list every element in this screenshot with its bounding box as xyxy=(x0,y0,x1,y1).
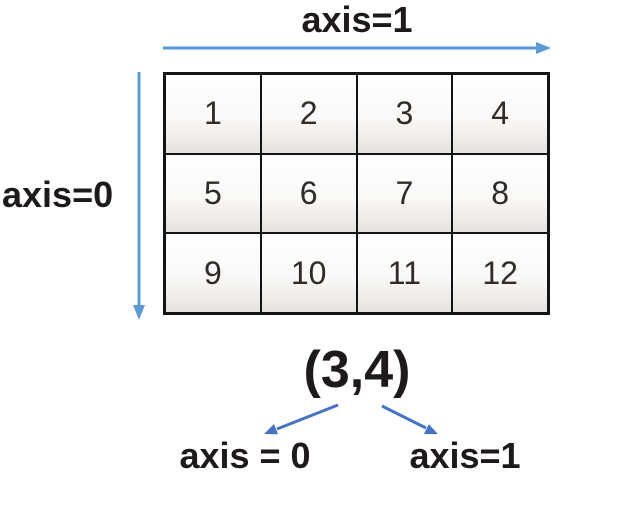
matrix-cell: 10 xyxy=(261,234,356,312)
tuple-axis0-label: axis = 0 xyxy=(179,435,311,476)
axis1-top-label: axis=1 xyxy=(301,0,413,40)
tuple-axis1-label: axis=1 xyxy=(409,435,521,476)
matrix-cell: 1 xyxy=(166,75,260,153)
matrix-cell: 8 xyxy=(453,154,547,233)
axis0-arrow-icon xyxy=(133,72,145,320)
matrix-cell: 12 xyxy=(453,234,547,312)
tuple-axis1-arrow-icon xyxy=(381,404,438,435)
matrix-cell: 6 xyxy=(261,154,356,233)
matrix-grid: 1 2 3 4 5 6 7 8 9 10 11 12 xyxy=(163,72,550,315)
matrix-cell: 7 xyxy=(357,154,452,233)
shape-tuple-label: (3,4) xyxy=(303,341,411,399)
matrix-cell: 4 xyxy=(453,75,547,153)
matrix-cell: 11 xyxy=(357,234,452,312)
matrix-cell: 2 xyxy=(261,75,356,153)
tuple-axis0-arrow-icon xyxy=(264,403,339,435)
matrix-cell: 9 xyxy=(166,234,260,312)
matrix-cell: 3 xyxy=(357,75,452,153)
matrix-cell: 5 xyxy=(166,154,260,233)
axis0-left-label: axis=0 xyxy=(2,174,114,215)
axis1-arrow-icon xyxy=(163,42,551,54)
